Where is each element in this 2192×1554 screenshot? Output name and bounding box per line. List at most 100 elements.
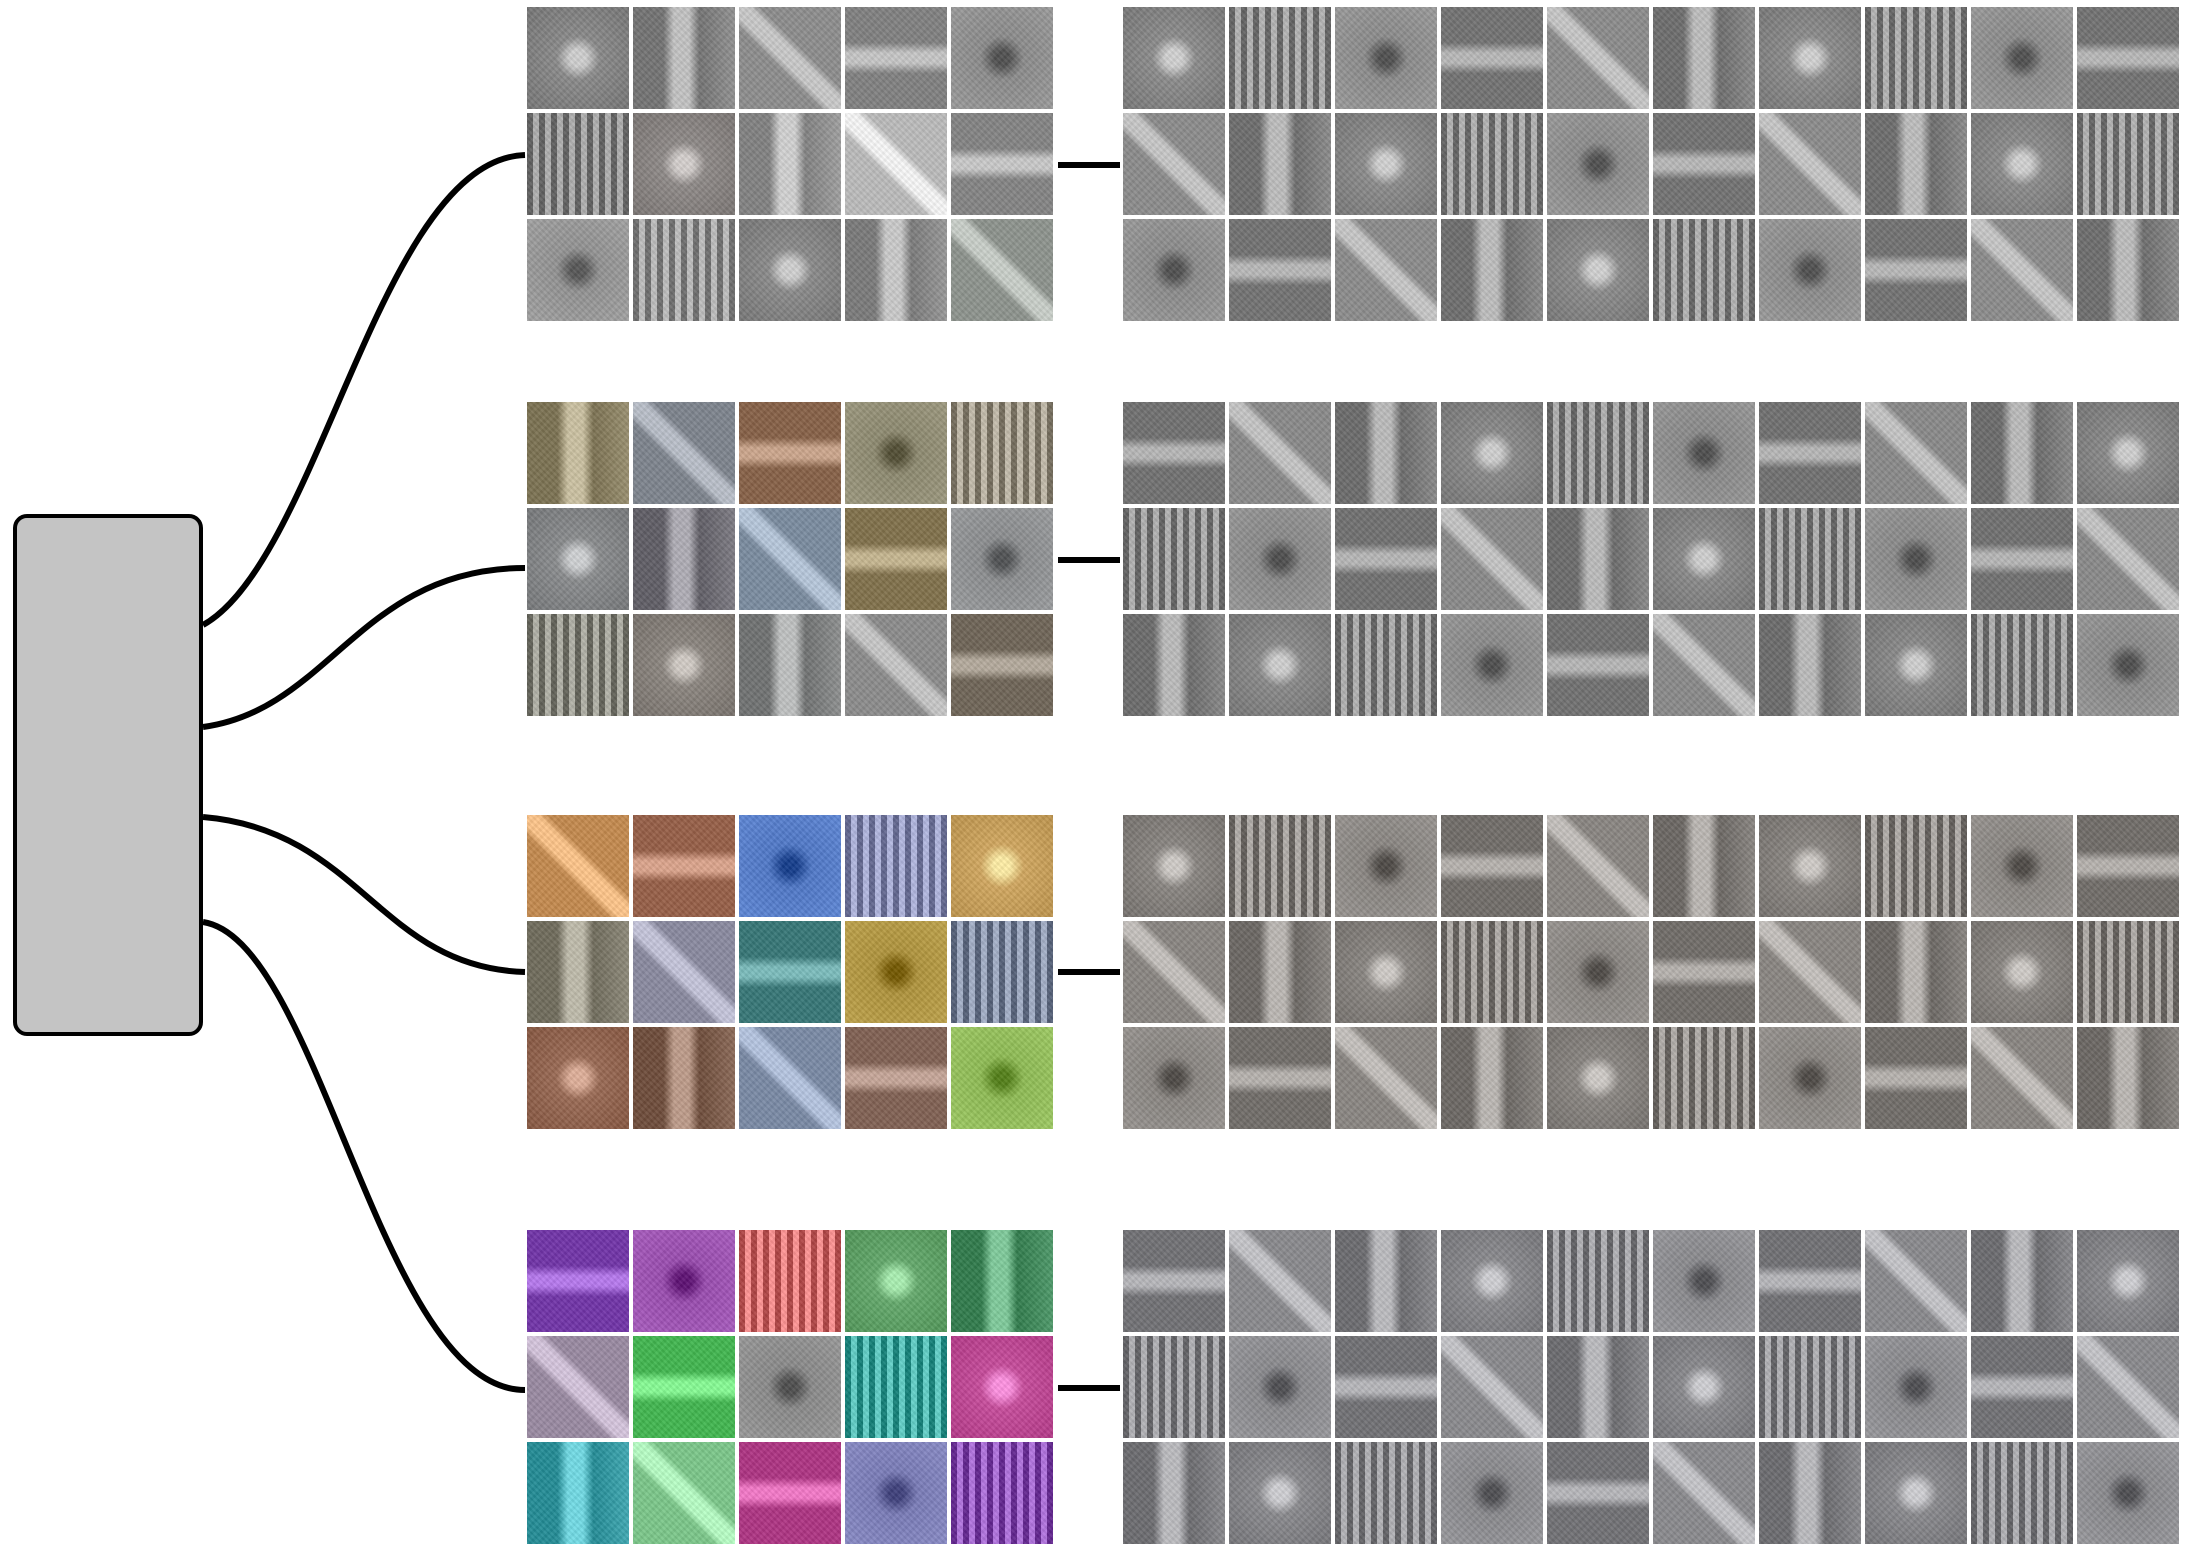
group-2-feature-tile	[1971, 614, 2073, 716]
group-4-feature-tile	[1653, 1336, 1755, 1438]
group-2-feature-tile	[1123, 508, 1225, 610]
group-1-feature-tile	[1971, 7, 2073, 109]
group-4-filter-tile	[527, 1336, 629, 1438]
group-3-feature-tile	[1335, 1027, 1437, 1129]
group-1-filter-tile	[951, 113, 1053, 215]
group-3-filter-tile	[527, 1027, 629, 1129]
group-3-filter-tile	[739, 1027, 841, 1129]
group-1-feature-tile	[1335, 219, 1437, 321]
group-2-feature-tile	[1335, 402, 1437, 504]
group-3-feature-tile	[1865, 921, 1967, 1023]
group-4-feature-tile	[1123, 1442, 1225, 1544]
group-4-filter-tile	[633, 1336, 735, 1438]
group-2-feature-tile	[1547, 508, 1649, 610]
group-2-feature-tile	[1229, 614, 1331, 716]
group-4-feature-tile	[1547, 1336, 1649, 1438]
group-1-feature-tile	[2077, 113, 2179, 215]
group-2-feature-tile	[1653, 508, 1755, 610]
group-3-feature-tile	[1971, 815, 2073, 917]
group-2-filter-tile	[951, 402, 1053, 504]
group-1-filter-tile	[527, 7, 629, 109]
group-3-filter-tile	[527, 815, 629, 917]
group-4-feature-tile	[1971, 1230, 2073, 1332]
group-3-feature-tile	[2077, 815, 2179, 917]
group-3-filter-tile	[951, 921, 1053, 1023]
group-2-filter-tile	[633, 402, 735, 504]
group-4-feature-tile	[1123, 1336, 1225, 1438]
group-4-filter-tile	[739, 1336, 841, 1438]
group-3-feature-tile	[1335, 921, 1437, 1023]
group-1-feature-tile	[1123, 7, 1225, 109]
group-3-feature-tile	[2077, 1027, 2179, 1129]
group-3-feature-tile	[1865, 815, 1967, 917]
group-4-feature-tile	[1229, 1230, 1331, 1332]
group-3-feature-tile	[1441, 815, 1543, 917]
group-2-feature-tile	[1123, 402, 1225, 504]
group-2-small-grid	[527, 402, 1053, 716]
group-1-feature-tile	[1865, 113, 1967, 215]
group-2-feature-tile	[1335, 614, 1437, 716]
group-1-filter-tile	[951, 219, 1053, 321]
group-3-filter-tile	[633, 815, 735, 917]
group-4-filter-tile	[845, 1442, 947, 1544]
group-2-feature-tile	[1865, 402, 1967, 504]
group-1-feature-tile	[2077, 7, 2179, 109]
group-3-feature-tile	[1865, 1027, 1967, 1129]
group-2-large-grid	[1123, 402, 2179, 716]
group-2-feature-tile	[2077, 614, 2179, 716]
group-1-feature-tile	[1335, 113, 1437, 215]
group-1-filter-tile	[739, 113, 841, 215]
group-1-feature-tile	[1229, 113, 1331, 215]
group-2-filter-tile	[951, 508, 1053, 610]
group-4-filter-tile	[527, 1442, 629, 1544]
connector-curve-3	[202, 814, 526, 975]
group-4-filter-tile	[739, 1442, 841, 1544]
group-1-feature-tile	[1547, 113, 1649, 215]
group-4-feature-tile	[1759, 1442, 1861, 1544]
group-4-feature-tile	[2077, 1336, 2179, 1438]
group-2-feature-tile	[1759, 614, 1861, 716]
group-1-feature-tile	[1759, 113, 1861, 215]
group-2-feature-tile	[1759, 402, 1861, 504]
group-3-feature-tile	[1653, 921, 1755, 1023]
group-4-feature-tile	[1441, 1442, 1543, 1544]
group-1-filter-tile	[845, 7, 947, 109]
group-3-feature-tile	[1229, 1027, 1331, 1129]
group-2-feature-tile	[1759, 508, 1861, 610]
group-2-filter-tile	[845, 614, 947, 716]
group-2-feature-tile	[2077, 402, 2179, 504]
group-4-feature-tile	[1971, 1442, 2073, 1544]
group-1-feature-tile	[1759, 7, 1861, 109]
group-3-filter-tile	[739, 921, 841, 1023]
group-1-feature-tile	[1441, 219, 1543, 321]
group-3-feature-tile	[1229, 921, 1331, 1023]
group-2-filter-tile	[739, 508, 841, 610]
group-1-feature-tile	[1229, 219, 1331, 321]
group-4-feature-tile	[1335, 1336, 1437, 1438]
group-3-feature-tile	[1123, 1027, 1225, 1129]
group-2-feature-tile	[1441, 402, 1543, 504]
group-1-filter-tile	[527, 219, 629, 321]
group-3-filter-tile	[633, 921, 735, 1023]
group-4-feature-tile	[1653, 1442, 1755, 1544]
group-4-feature-tile	[1335, 1442, 1437, 1544]
group-2-feature-tile	[1441, 508, 1543, 610]
group-3-small-grid	[527, 815, 1053, 1129]
group-1-feature-tile	[1653, 7, 1755, 109]
group-2-feature-tile	[1229, 402, 1331, 504]
group-3-feature-tile	[1547, 921, 1649, 1023]
group-2-feature-tile	[1653, 614, 1755, 716]
group-3-feature-tile	[1971, 1027, 2073, 1129]
group-3-feature-tile	[1759, 815, 1861, 917]
group-1-feature-tile	[1229, 7, 1331, 109]
group-4-feature-tile	[1335, 1230, 1437, 1332]
group-4-feature-tile	[1441, 1230, 1543, 1332]
group-3-feature-tile	[1335, 815, 1437, 917]
group-3-filter-tile	[951, 1027, 1053, 1129]
group-3-feature-tile	[1547, 815, 1649, 917]
group-1-feature-tile	[1759, 219, 1861, 321]
group-4-feature-tile	[1759, 1336, 1861, 1438]
group-4-feature-tile	[1865, 1230, 1967, 1332]
group-1-feature-tile	[1865, 219, 1967, 321]
